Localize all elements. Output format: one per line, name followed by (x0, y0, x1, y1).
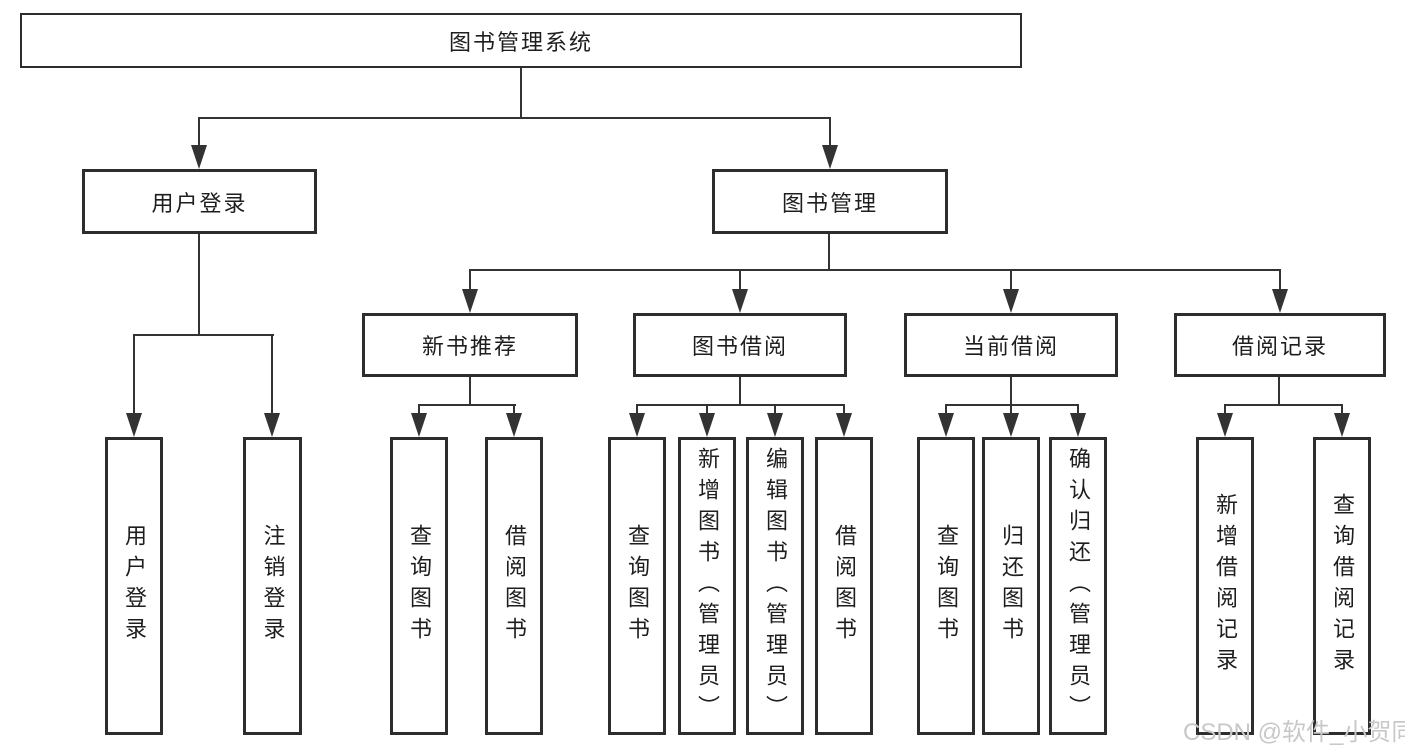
leaf-label: 查询图书 (407, 524, 432, 648)
connector-line (469, 377, 471, 406)
connector-line (271, 334, 273, 416)
arrow-down-icon (191, 145, 207, 169)
leaf-label: 查询图书 (625, 524, 650, 648)
connector-line (1077, 404, 1079, 416)
leaf-label: 用户登录 (122, 524, 147, 648)
connector-line (945, 404, 1079, 406)
node-book-borrowing: 图书借阅 (633, 313, 847, 377)
leaf-confirm-return-admin: 确认归还（管理员） (1049, 437, 1107, 735)
leaf-label: 查询借阅记录 (1330, 493, 1355, 679)
leaf-query-books-recommend: 查询图书 (390, 437, 448, 735)
leaf-borrow-books-borrowing: 借阅图书 (815, 437, 873, 735)
connector-line (1010, 404, 1012, 416)
connector-line (133, 334, 274, 336)
csdn-watermark: CSDN @软件_小贺同学 (1183, 719, 1405, 746)
connector-line (843, 404, 845, 416)
leaf-label: 归还图书 (999, 524, 1024, 648)
connector-line (469, 269, 471, 293)
leaf-edit-book-admin: 编辑图书（管理员） (746, 437, 804, 735)
leaf-label: 查询图书 (934, 524, 959, 648)
arrow-down-icon (1003, 413, 1019, 437)
arrow-down-icon (126, 413, 142, 437)
node-label: 图书借阅 (691, 334, 788, 359)
connector-line (739, 377, 741, 406)
node-new-book-recommendation: 新书推荐 (362, 313, 578, 377)
leaf-label: 确认归还（管理员） (1066, 446, 1091, 726)
leaf-logout: 注销登录 (243, 437, 302, 735)
connector-line (1224, 404, 1343, 406)
arrow-down-icon (629, 413, 645, 437)
connector-line (1010, 269, 1012, 293)
arrow-down-icon (822, 145, 838, 169)
connector-line (1224, 404, 1226, 416)
arrow-down-icon (1070, 413, 1086, 437)
arrow-down-icon (1272, 289, 1288, 313)
leaf-label: 注销登录 (260, 524, 286, 648)
leaf-user-login: 用户登录 (105, 437, 163, 735)
connector-line (636, 404, 845, 406)
connector-line (418, 404, 516, 406)
arrow-down-icon (732, 289, 748, 313)
connector-line (1278, 377, 1280, 406)
connector-line (469, 269, 1281, 271)
node-label: 图书管理 (781, 190, 878, 216)
arrow-down-icon (699, 413, 715, 437)
connector-line (828, 234, 830, 271)
connector-line (520, 68, 522, 118)
arrow-down-icon (938, 413, 954, 437)
leaf-label: 新增图书（管理员） (695, 446, 720, 726)
arrow-down-icon (462, 289, 478, 313)
node-label: 图书管理系统 (448, 29, 593, 55)
node-label: 当前借阅 (962, 334, 1059, 359)
connector-line (706, 404, 708, 416)
connector-line (513, 404, 515, 416)
leaf-label: 借阅图书 (502, 524, 527, 648)
node-label: 借阅记录 (1231, 334, 1328, 359)
node-user-login: 用户登录 (82, 169, 317, 234)
node-library-management-system: 图书管理系统 (20, 13, 1022, 68)
leaf-label: 编辑图书（管理员） (763, 446, 788, 726)
connector-line (133, 334, 135, 416)
leaf-label: 借阅图书 (832, 524, 857, 648)
leaf-query-borrow-record: 查询借阅记录 (1313, 437, 1371, 735)
leaf-label: 新增借阅记录 (1213, 493, 1238, 679)
connector-line (1341, 404, 1343, 416)
arrow-down-icon (1003, 289, 1019, 313)
connector-line (418, 404, 420, 416)
arrow-down-icon (506, 413, 522, 437)
connector-line (198, 234, 200, 336)
connector-line (739, 269, 741, 293)
leaf-borrow-books-recommend: 借阅图书 (485, 437, 543, 735)
arrow-down-icon (411, 413, 427, 437)
node-label: 新书推荐 (421, 334, 518, 359)
connector-line (774, 404, 776, 416)
leaf-query-books-borrowing: 查询图书 (608, 437, 666, 735)
node-borrowing-records: 借阅记录 (1174, 313, 1386, 377)
connector-line (945, 404, 947, 416)
connector-line (1279, 269, 1281, 293)
leaf-add-book-admin: 新增图书（管理员） (678, 437, 736, 735)
node-book-management: 图书管理 (712, 169, 948, 234)
arrow-down-icon (264, 413, 280, 437)
connector-line (636, 404, 638, 416)
arrow-down-icon (767, 413, 783, 437)
arrow-down-icon (836, 413, 852, 437)
node-label: 用户登录 (151, 190, 248, 216)
node-current-borrowing: 当前借阅 (904, 313, 1118, 377)
leaf-query-books-current: 查询图书 (917, 437, 975, 735)
connector-line (1010, 377, 1012, 406)
connector-line (198, 117, 200, 147)
connector-line (198, 117, 831, 119)
connector-line (829, 117, 831, 147)
arrow-down-icon (1217, 413, 1233, 437)
arrow-down-icon (1334, 413, 1350, 437)
leaf-add-borrow-record: 新增借阅记录 (1196, 437, 1254, 735)
leaf-return-book: 归还图书 (982, 437, 1040, 735)
